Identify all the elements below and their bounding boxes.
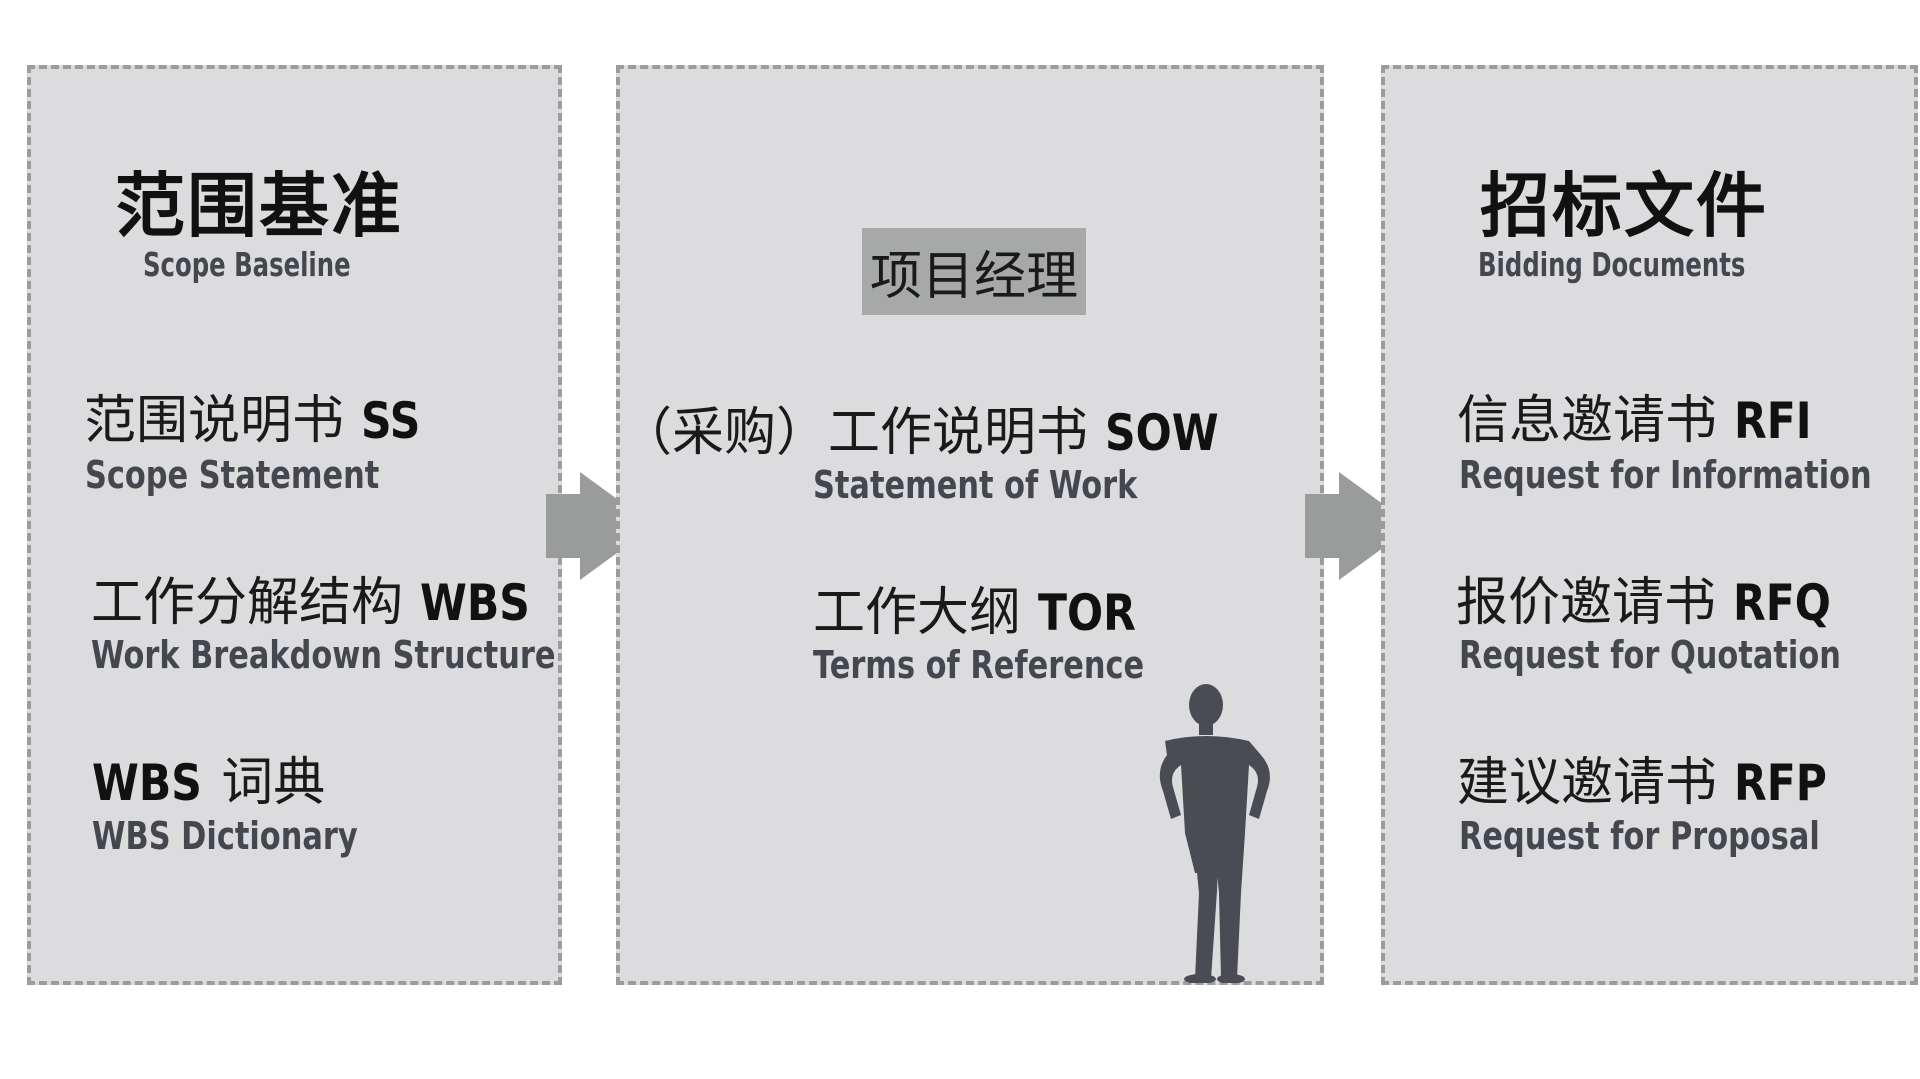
rfp-abbr: RFP xyxy=(1733,754,1827,812)
rfq-title: 报价邀请书 RFQ xyxy=(1456,560,1848,635)
sow-abbr: SOW xyxy=(1104,404,1219,462)
scope-statement-title: 范围说明书 SS xyxy=(84,378,430,453)
scope-baseline-subtitle: Scope Baseline xyxy=(143,245,351,284)
sow-en: Statement of Work xyxy=(813,463,1138,507)
rfi-title: 信息邀请书 RFI xyxy=(1457,378,1825,453)
rfp-en: Request for Proposal xyxy=(1459,814,1820,858)
bidding-documents-subtitle: Bidding Documents xyxy=(1478,245,1746,284)
scope-baseline-title: 范围基准 xyxy=(115,165,403,247)
arrow-right-icon xyxy=(1305,472,1413,580)
rfi-abbr: RFI xyxy=(1733,392,1812,450)
person-silhouette-icon xyxy=(1159,684,1270,983)
scope-statement-en: Scope Statement xyxy=(85,453,380,497)
wbs-dictionary-title: WBS 词典 xyxy=(92,740,325,815)
scope-statement-zh: 范围说明书 xyxy=(84,391,345,451)
wbs-en: Work Breakdown Structure xyxy=(91,633,556,677)
wbs-dictionary-zh: 词典 xyxy=(221,753,326,813)
rfi-zh: 信息邀请书 xyxy=(1457,391,1718,451)
rfp-title: 建议邀请书 RFP xyxy=(1457,740,1843,815)
wbs-dictionary-abbr: WBS xyxy=(92,754,202,812)
tor-en: Terms of Reference xyxy=(813,643,1145,687)
rfq-zh: 报价邀请书 xyxy=(1456,573,1717,633)
bidding-documents-title: 招标文件 xyxy=(1480,165,1768,247)
wbs-dictionary-en: WBS Dictionary xyxy=(92,814,358,858)
arrow-right-icon xyxy=(546,472,654,580)
sow-title: （采购）工作说明书 SOW xyxy=(620,390,1238,465)
bidding-documents-panel xyxy=(1381,65,1918,985)
rfp-zh: 建议邀请书 xyxy=(1457,753,1718,813)
wbs-title: 工作分解结构 WBS xyxy=(91,560,549,635)
tor-zh: 工作大纲 xyxy=(813,583,1022,643)
wbs-zh: 工作分解结构 xyxy=(91,573,404,633)
rfq-abbr: RFQ xyxy=(1732,574,1831,632)
wbs-abbr: WBS xyxy=(419,574,530,632)
scope-baseline-panel xyxy=(27,65,562,985)
scope-statement-abbr: SS xyxy=(360,392,420,450)
rfi-en: Request for Information xyxy=(1459,453,1872,497)
tor-abbr: TOR xyxy=(1037,584,1136,642)
tor-title: 工作大纲 TOR xyxy=(813,570,1153,645)
project-manager-label: 项目经理 xyxy=(862,228,1087,315)
rfq-en: Request for Quotation xyxy=(1459,633,1841,677)
sow-zh: （采购）工作说明书 xyxy=(620,403,1089,463)
